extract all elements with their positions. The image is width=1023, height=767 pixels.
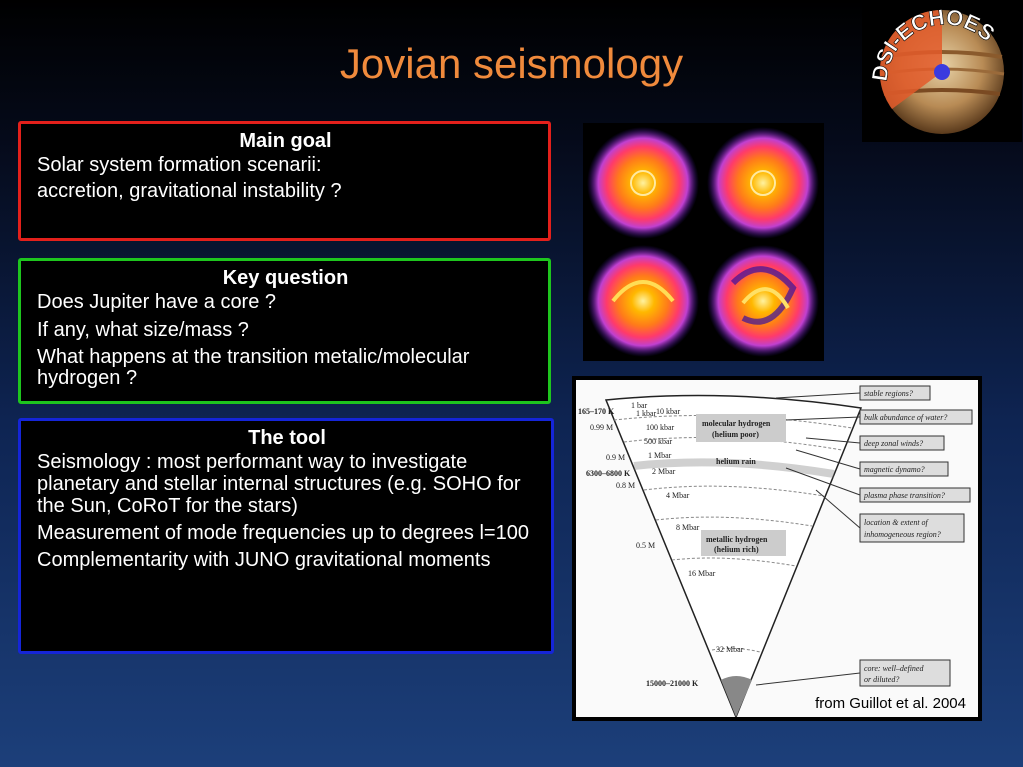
question-label: stable regions? (864, 389, 913, 398)
label-mass-08: 0.8 M (616, 481, 635, 490)
label-mass-09: 0.9 M (606, 453, 625, 462)
region-label: metallic hydrogen (706, 535, 768, 544)
tool-heading: The tool (248, 427, 326, 449)
pressure-label: 4 Mbar (666, 491, 690, 500)
pressure-label: 32 Mbar (716, 645, 744, 654)
key-question-line: Does Jupiter have a core ? (37, 291, 277, 313)
pressure-label: 100 kbar (646, 423, 675, 432)
main-goal-line: accretion, gravitational instability ? (37, 180, 342, 202)
question-label: core: well–defined (864, 664, 924, 673)
main-goal-line: Solar system formation scenarii: (37, 154, 322, 176)
region-label: helium rain (716, 457, 756, 466)
question-label: inhomogeneous region? (864, 530, 941, 539)
label-temp-core: 15000–21000 K (646, 679, 699, 688)
pressure-label: 16 Mbar (688, 569, 716, 578)
main-goal-box: Main goal Solar system formation scenari… (18, 121, 551, 241)
pressure-label: 8 Mbar (676, 523, 700, 532)
tool-line: Seismology : most performant way to inve… (37, 451, 521, 517)
tool-line: Complementarity with JUNO gravitational … (37, 549, 491, 571)
main-goal-heading: Main goal (239, 130, 332, 152)
label-mass-05: 0.5 M (636, 541, 655, 550)
slide-title: Jovian seismology (339, 40, 684, 87)
question-label: deep zonal winds? (864, 439, 923, 448)
question-label: plasma phase transition? (863, 491, 945, 500)
key-question-line: What happens at the transition metalic/m… (37, 346, 470, 389)
key-question-line: If any, what size/mass ? (37, 319, 249, 341)
pressure-label: 500 kbar (644, 437, 673, 446)
key-question-box: Key question Does Jupiter have a core ? … (18, 258, 551, 404)
tool-line: Measurement of mode frequencies up to de… (37, 522, 529, 544)
region-label: (helium poor) (712, 430, 759, 439)
region-label: molecular hydrogen (702, 419, 771, 428)
question-label: location & extent of (864, 518, 930, 527)
question-label: magnetic dynamo? (864, 465, 925, 474)
question-label: bulk abundance of water? (864, 413, 947, 422)
dsi-echoes-logo: DSI-ECHOES (862, 2, 1022, 142)
jupiter-interior-diagram: 165–170 K 0.99 M 0.9 M 6300–6800 K 0.8 M… (572, 376, 982, 721)
region-label: (helium rich) (714, 545, 759, 554)
pressure-label: 1 kbar (636, 409, 657, 418)
pressure-label: 2 Mbar (652, 467, 676, 476)
label-temp-mid: 6300–6800 K (586, 469, 631, 478)
diagram-credit: from Guillot et al. 2004 (815, 695, 966, 712)
pressure-label: 10 kbar (656, 407, 681, 416)
pressure-label: 1 bar (631, 401, 648, 410)
label-mass-099: 0.99 M (590, 423, 613, 432)
question-label: or diluted? (864, 675, 899, 684)
label-temp-top: 165–170 K (578, 407, 615, 416)
tool-box: The tool Seismology : most performant wa… (18, 418, 554, 654)
pressure-label: 1 Mbar (648, 451, 672, 460)
protoplanetary-disk-simulations (583, 123, 824, 361)
key-question-heading: Key question (222, 267, 349, 289)
